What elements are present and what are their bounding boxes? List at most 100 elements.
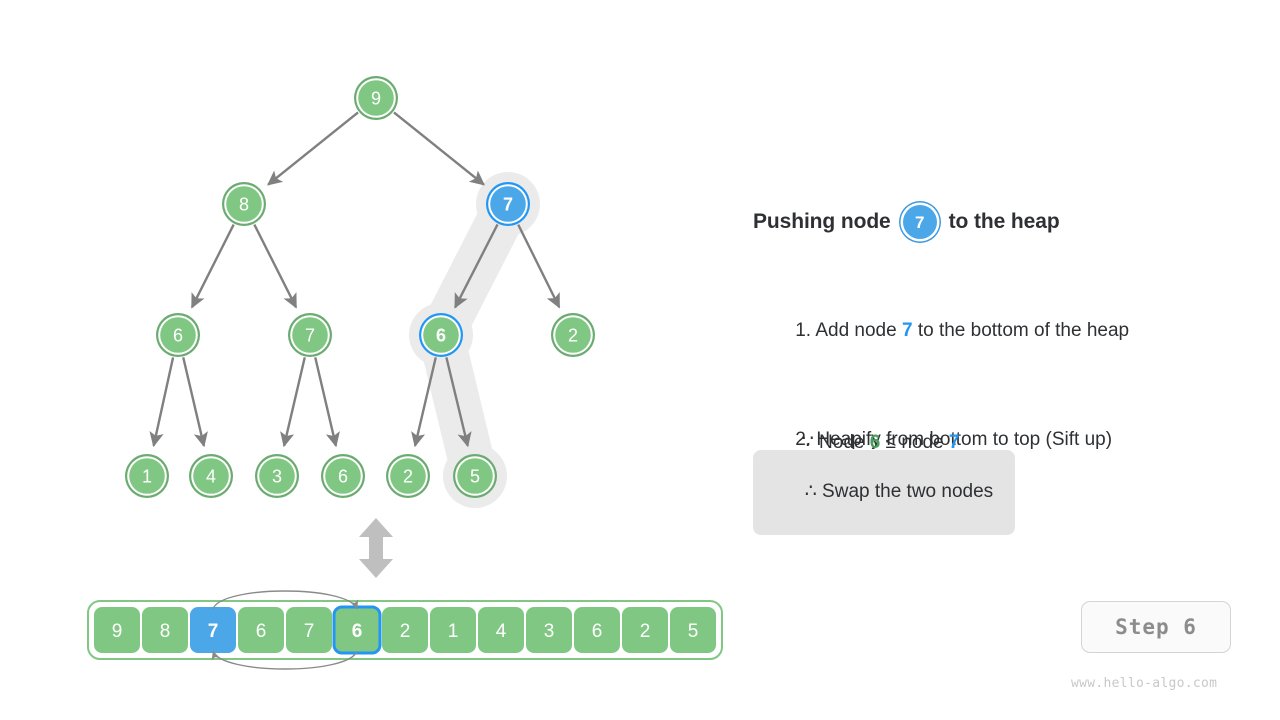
array-cell-6[interactable]: 2 [382,607,428,653]
tree-node-n8[interactable]: 4 [189,454,233,498]
tree-node-n3[interactable]: 6 [156,313,200,357]
array-cell-11[interactable]: 2 [622,607,668,653]
array-cell-0[interactable]: 9 [94,607,140,653]
swap-arrow-forward [212,590,359,610]
array-cell-value: 1 [448,621,459,642]
array-cell-7[interactable]: 1 [430,607,476,653]
tree-node-n11[interactable]: 2 [386,454,430,498]
array-cell-value: 4 [496,621,507,642]
tree-edge-n2-n5 [454,223,499,309]
because-symbol: ∵ [801,432,814,453]
tree-edge-n3-n7 [149,357,175,448]
array-cell-box [142,607,188,653]
node-value: 1 [142,467,152,487]
tree-edge-n0-n1 [267,111,359,186]
conclusion-text: Swap the two nodes [816,481,994,502]
array-cell-value: 2 [640,621,651,642]
tree-node-n4[interactable]: 7 [288,313,332,357]
array-cell-10[interactable]: 6 [574,607,620,653]
node-fill [325,458,361,494]
array-cell-9[interactable]: 3 [526,607,572,653]
node-fill [259,458,295,494]
swap-arrow-backward [211,650,358,670]
title-suffix: to the heap [948,210,1060,233]
tree-node-n9[interactable]: 3 [255,454,299,498]
node-value: 6 [338,467,348,487]
reason-line: ∵ Node 6 ≤ node 7 [770,401,960,485]
node-fill [423,317,459,353]
step-badge-label: Step 6 [1115,615,1197,639]
tree-node-n5[interactable]: 6 [419,313,463,357]
node-fill [292,317,328,353]
tree-node-n10[interactable]: 6 [321,454,365,498]
array-cell-value: 3 [544,621,555,642]
node-value: 7 [503,195,513,215]
reason-text-before: Node [813,432,870,453]
node-fill [457,458,493,494]
node-value: 6 [173,326,183,346]
node-value: 8 [239,195,249,215]
explanation-panel: Pushing node 7 to the heap 1. Add node 7… [753,205,1253,535]
double-arrow-icon [359,518,393,578]
node-fill [129,458,165,494]
reason-value-a: 6 [869,432,881,453]
step-1-text-after: to the bottom of the heap [912,320,1130,341]
array-cell-value: 6 [256,621,267,642]
tree-edge-n0-n2 [393,111,485,186]
array-cell-box [94,607,140,653]
array-cell-box [574,607,620,653]
tree-node-n1[interactable]: 8 [222,182,266,226]
step-item-2: 2. Heapify from bottom to top (Sift up) [753,398,1253,482]
node-value: 7 [305,326,315,346]
tree-edge-n4-n9 [280,357,306,448]
array-cell-value: 5 [688,621,699,642]
tree-edge-n2-n6 [517,224,561,309]
array-cell-1[interactable]: 8 [142,607,188,653]
array-cell-box [238,607,284,653]
node-fill [555,317,591,353]
node-value: 2 [403,467,413,487]
step-1-highlight-value: 7 [901,320,913,341]
tree-edge-n5-n12 [445,357,472,448]
array-cell-box [478,607,524,653]
tree-node-n2[interactable]: 7 [486,182,530,226]
tree-edge-n4-n10 [314,357,340,448]
node-fill [160,317,196,353]
array-cell-box [526,607,572,653]
watermark: www.hello-algo.com [1071,676,1218,691]
array-cell-box [190,607,236,653]
tree-node-n12[interactable]: 5 [453,454,497,498]
node-fill [226,186,262,222]
array-cell-8[interactable]: 4 [478,607,524,653]
node-fill [358,80,394,116]
step-1-index: 1. [795,320,812,341]
array-swap-indicator [211,590,359,670]
step-2-text: Heapify from bottom to top (Sift up) [811,429,1113,450]
array-cell-box [430,607,476,653]
array-cell-4[interactable]: 7 [286,607,332,653]
tree-edge-n1-n3 [190,224,235,309]
array-cell-2[interactable]: 7 [190,607,236,653]
array-cell-12[interactable]: 5 [670,607,716,653]
node-value: 2 [568,326,578,346]
step-item-1: 1. Add node 7 to the bottom of the heap [753,289,1253,373]
page-title: Pushing node 7 to the heap [753,205,1253,239]
tree-edge-n3-n8 [182,357,208,448]
node-fill [193,458,229,494]
step-2-index: 2. [795,429,812,450]
node-value: 9 [371,89,381,109]
tree-node-n0[interactable]: 9 [354,76,398,120]
array-cell-5[interactable]: 6 [332,605,382,655]
tree-edge-n5-n11 [411,357,437,448]
array-cell-value: 6 [592,621,603,642]
reason-middle-text: ≤ node [880,432,949,453]
array-cell-box [670,607,716,653]
tree-edge-n1-n4 [253,224,298,309]
array-cell-3[interactable]: 6 [238,607,284,653]
tree-node-n6[interactable]: 2 [551,313,595,357]
array-cell-value: 7 [304,621,315,642]
tree-node-n7[interactable]: 1 [125,454,169,498]
array-cell-value: 2 [400,621,411,642]
